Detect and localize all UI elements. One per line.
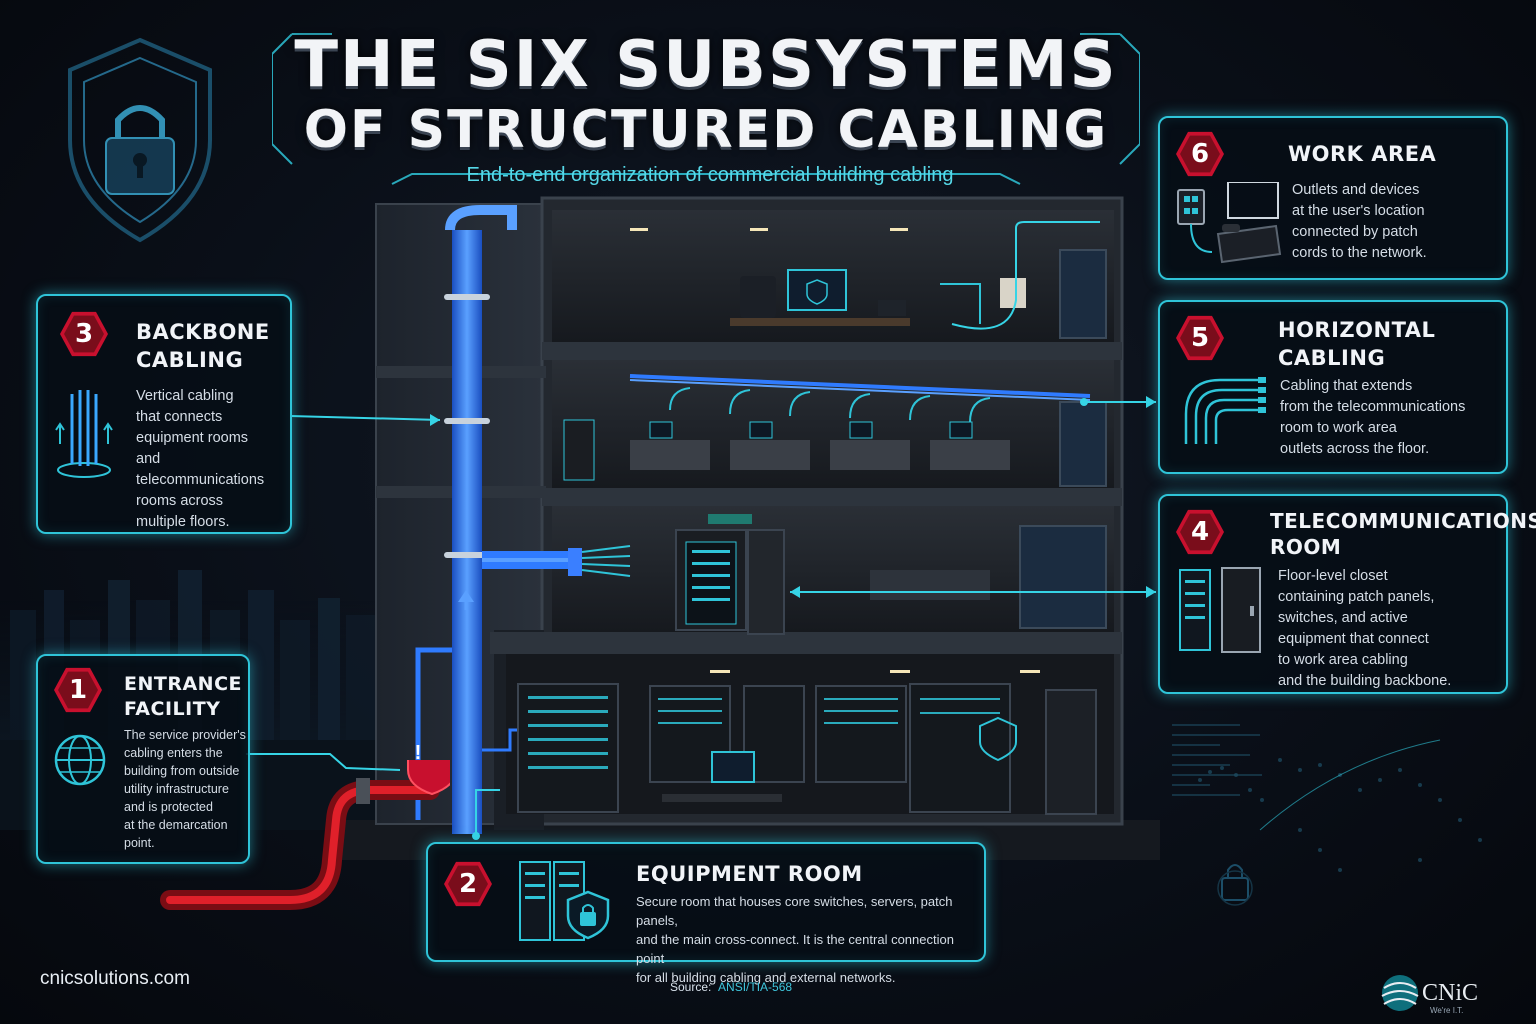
badge-number: 1	[54, 667, 102, 713]
title-frame	[272, 33, 1140, 185]
globe-icon	[54, 734, 106, 786]
cable-bundle-icon	[55, 390, 113, 478]
badge-number: 3	[60, 311, 108, 357]
card-title: EQUIPMENT ROOM	[636, 862, 863, 886]
logo-globe-icon	[1381, 975, 1419, 1011]
badge-number: 6	[1176, 131, 1224, 177]
subtitle: End-to-end organization of commercial bu…	[466, 164, 954, 186]
card-description: Secure room that houses core switches, s…	[636, 894, 954, 985]
code-text-lines	[1172, 724, 1262, 796]
title-line-2: OF STRUCTURED CABLING	[303, 100, 1109, 160]
warning-icon: !	[414, 742, 422, 764]
shield-lock-icon	[68, 37, 212, 243]
badge-number: 2	[444, 861, 492, 907]
card-title: WORK AREA	[1288, 142, 1437, 166]
title-line-1: THE SIX SUBSYSTEMS	[294, 28, 1118, 102]
rack-door-icon	[1179, 567, 1261, 653]
small-lock-icon	[1217, 864, 1253, 906]
badge-number: 4	[1176, 509, 1224, 555]
title-block: THE SIX SUBSYSTEMS OF STRUCTURED CABLING	[272, 24, 1140, 184]
outlet-phone-icon	[1177, 182, 1282, 264]
horizontal-cables-icon	[1184, 377, 1266, 444]
entrance-conduit	[160, 760, 450, 910]
website-url[interactable]: cnicsolutions.com	[40, 968, 190, 989]
card-equipment-room: 2 EQUIPMENT ROOM Secure room that houses…	[426, 842, 986, 985]
server-shield-icon	[519, 861, 610, 941]
badge-number: 5	[1176, 315, 1224, 361]
company-logo: CNiC We're I.T.	[1378, 968, 1498, 1018]
building-cutaway	[330, 196, 1160, 860]
source-citation: Source: ANSI/TIA-568	[670, 980, 793, 994]
